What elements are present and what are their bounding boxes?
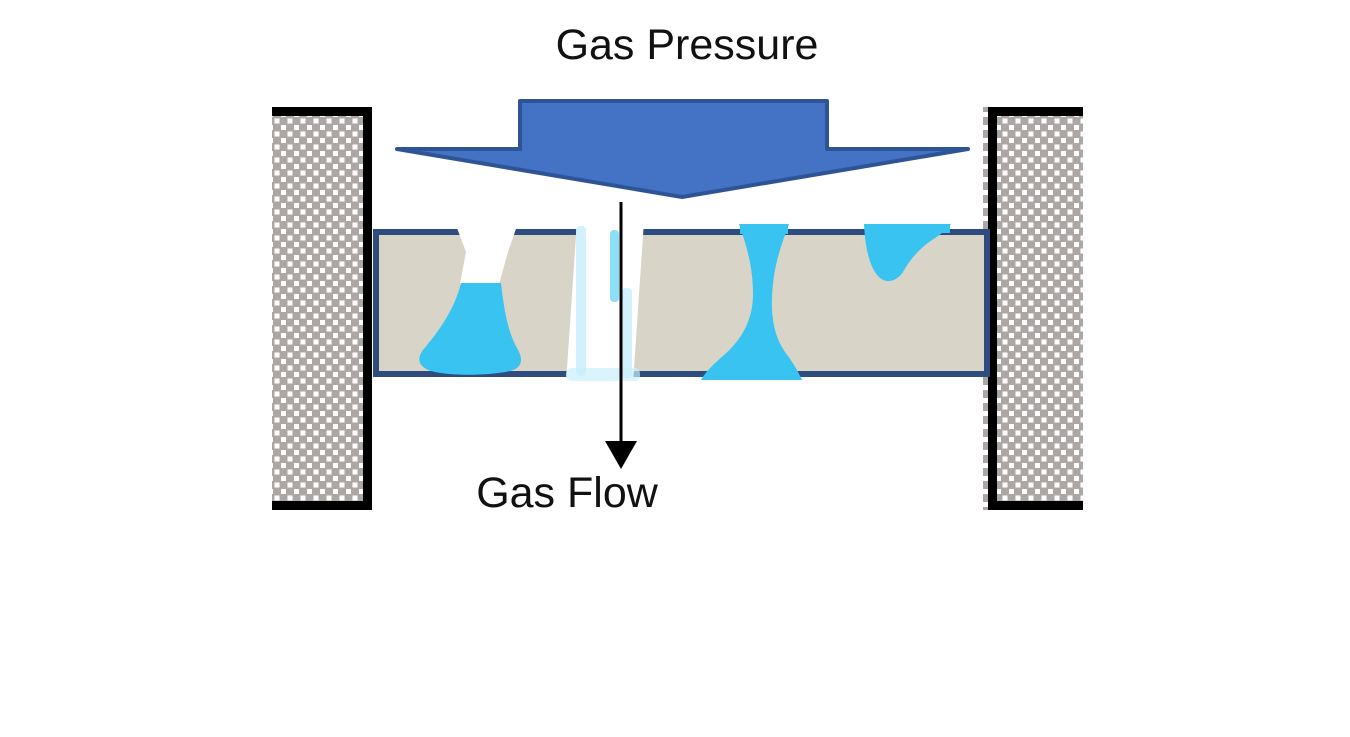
- water-drop: [864, 224, 951, 282]
- left-clamp-block: [272, 107, 372, 510]
- water-film-left: [576, 226, 586, 376]
- water-blob-left: [419, 283, 522, 375]
- gas-pressure-arrow: [395, 99, 970, 199]
- gas-flow-arrowhead: [605, 441, 637, 469]
- pore-channel-1: [454, 220, 519, 284]
- gas-pressure-label: Gas Pressure: [555, 21, 819, 69]
- right-clamp-block: [983, 107, 1083, 510]
- left-clamp-border: [272, 107, 372, 510]
- right-clamp-border: [988, 107, 1083, 510]
- water-film-middle: [610, 230, 619, 302]
- water-film-bottom: [566, 368, 640, 381]
- water-film-right: [622, 288, 632, 378]
- water-drop-top-break: [866, 224, 950, 233]
- water-column-top-break: [740, 224, 788, 234]
- gas-flow-label: Gas Flow: [476, 469, 658, 517]
- water-column: [701, 224, 802, 380]
